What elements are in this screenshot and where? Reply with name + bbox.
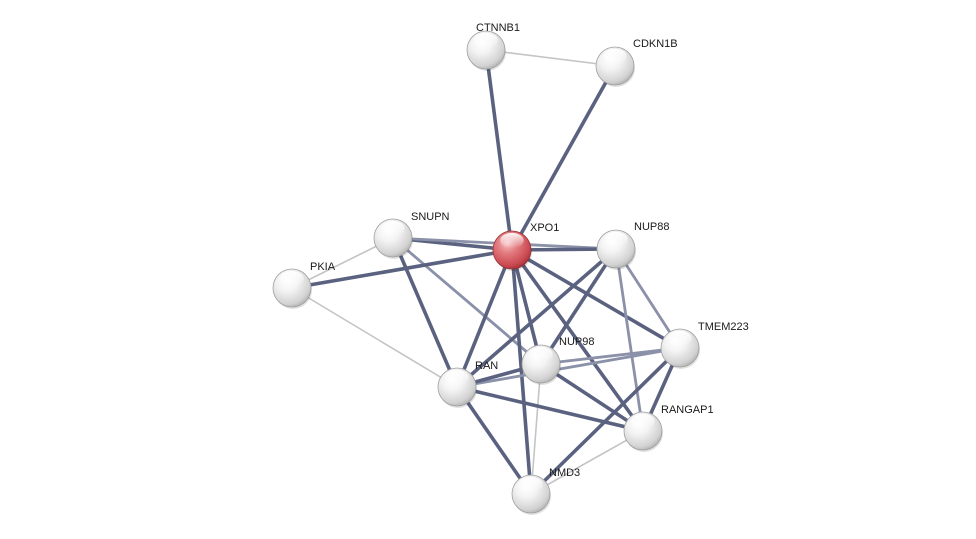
edges-layer xyxy=(290,48,682,496)
edge-nup88-rangap1 xyxy=(614,247,645,433)
edge-nup98-nmd3 xyxy=(530,363,542,495)
node-label-nmd3: NMD3 xyxy=(549,467,580,479)
node-highlight xyxy=(381,220,405,237)
node-label-cdkn1b: CDKN1B xyxy=(633,38,678,50)
edge-snupn-ran xyxy=(391,236,459,389)
node-highlight xyxy=(604,231,628,248)
node-snupn[interactable]: SNUPN xyxy=(373,211,450,259)
node-label-nup88: NUP88 xyxy=(634,221,669,233)
node-label-nup98: NUP98 xyxy=(559,336,594,348)
node-highlight xyxy=(474,32,498,49)
node-nup98[interactable]: NUP98 xyxy=(521,336,594,385)
edge-ctnnb1-cdkn1b xyxy=(485,49,616,67)
node-ctnnb1[interactable]: CTNNB1 xyxy=(466,22,520,71)
node-label-ran: RAN xyxy=(475,360,498,372)
edge-xpo1-tmem223 xyxy=(510,248,682,350)
node-label-xpo1: XPO1 xyxy=(530,222,559,234)
edge-tmem223-ran xyxy=(455,346,682,389)
node-nup88[interactable]: NUP88 xyxy=(596,221,669,270)
node-rangap1[interactable]: RANGAP1 xyxy=(623,404,714,452)
edge-rangap1-nmd3 xyxy=(530,430,644,495)
edge-cdkn1b-xpo1 xyxy=(510,64,617,252)
edge-ran-nmd3 xyxy=(455,385,533,496)
node-label-snupn: SNUPN xyxy=(411,211,450,223)
node-label-rangap1: RANGAP1 xyxy=(661,404,714,416)
node-highlight xyxy=(445,369,469,386)
edge-nup88-nup98 xyxy=(539,247,618,366)
edge-xpo1-nmd3 xyxy=(510,248,533,496)
edge-xpo1-ran xyxy=(455,248,514,389)
node-highlight xyxy=(668,330,692,347)
edge-nup98-rangap1 xyxy=(539,362,645,433)
node-highlight xyxy=(519,476,543,493)
node-xpo1[interactable]: XPO1 xyxy=(492,222,559,271)
node-tmem223[interactable]: TMEM223 xyxy=(660,321,749,369)
edge-snupn-nup98 xyxy=(391,236,543,366)
node-label-pkia: PKIA xyxy=(310,261,336,273)
node-nmd3[interactable]: NMD3 xyxy=(511,467,580,515)
edge-ran-rangap1 xyxy=(455,385,645,433)
edge-pkia-ran xyxy=(291,287,458,388)
node-highlight xyxy=(529,346,553,363)
node-highlight xyxy=(500,232,524,249)
node-highlight xyxy=(603,48,627,65)
node-pkia[interactable]: PKIA xyxy=(272,261,336,309)
node-highlight xyxy=(280,270,304,287)
node-highlight xyxy=(631,413,655,430)
node-label-tmem223: TMEM223 xyxy=(698,321,749,333)
edge-nup88-ran xyxy=(455,247,618,389)
node-ran[interactable]: RAN xyxy=(437,360,498,408)
node-label-ctnnb1: CTNNB1 xyxy=(476,22,520,34)
edge-xpo1-rangap1 xyxy=(510,248,645,433)
edge-ctnnb1-xpo1 xyxy=(484,48,514,252)
edge-xpo1-nup98 xyxy=(510,248,543,366)
edge-pkia-xpo1 xyxy=(290,248,514,290)
node-cdkn1b[interactable]: CDKN1B xyxy=(595,38,678,87)
edge-nup88-tmem223 xyxy=(614,247,682,350)
